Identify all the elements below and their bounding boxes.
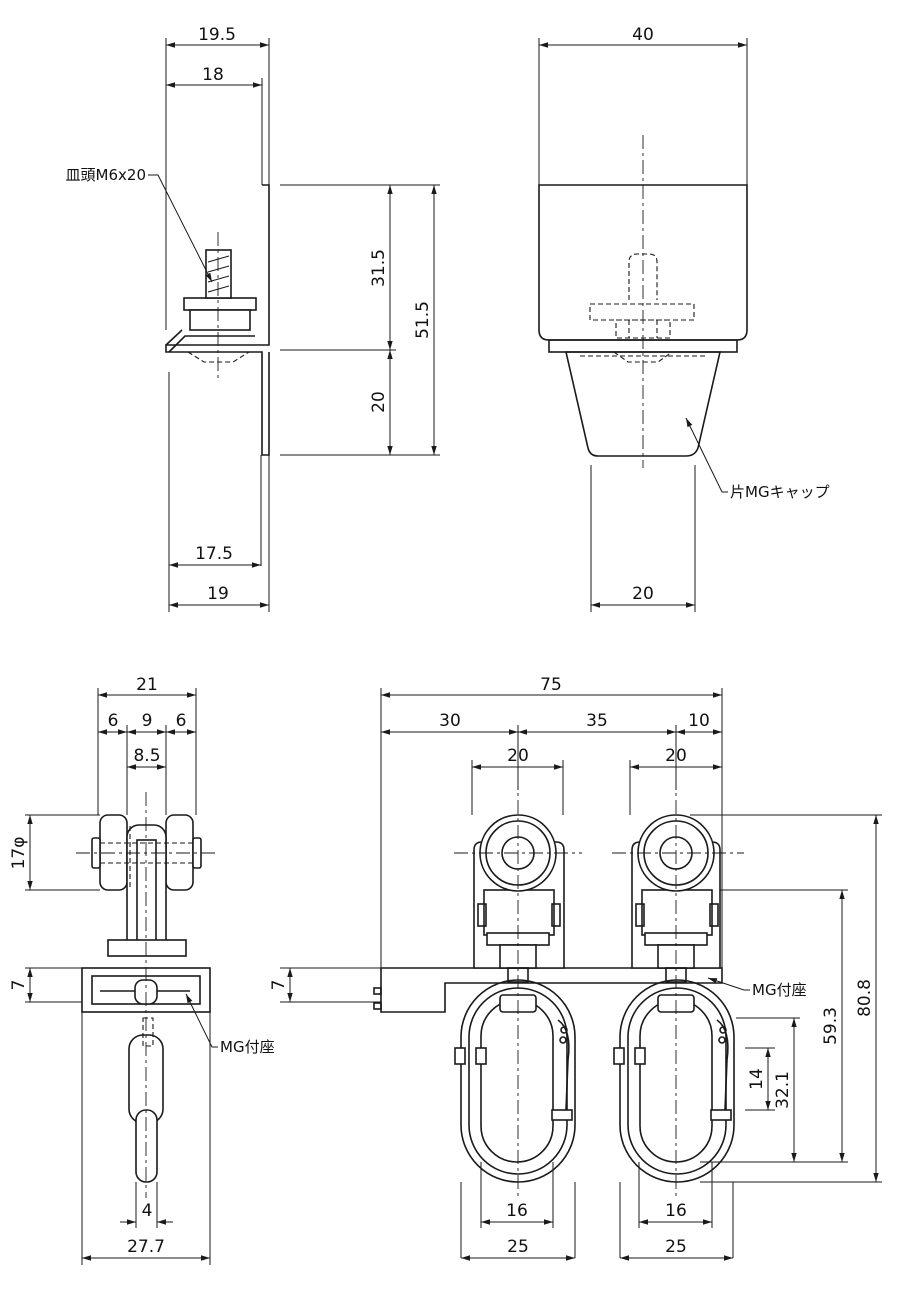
dim-7-right: 7 — [269, 980, 289, 991]
dim-19: 19 — [207, 584, 229, 604]
dim-7-left: 7 — [9, 980, 29, 991]
dim-17-dia: 17φ — [9, 837, 29, 870]
mount-label-left: MG付座 — [220, 1038, 275, 1056]
dim-16-right: 16 — [665, 1201, 687, 1221]
dim-31.5: 31.5 — [369, 249, 389, 287]
mount-label-right: MG付座 — [752, 981, 807, 999]
dim-20-right-wheel: 20 — [665, 746, 687, 766]
dim-14: 14 — [747, 1068, 767, 1090]
dim-51.5: 51.5 — [413, 301, 433, 339]
cap-label: 片MGキャップ — [730, 483, 830, 501]
dim-20-height: 20 — [369, 391, 389, 413]
dim-32.1: 32.1 — [773, 1071, 793, 1109]
dim-17.5: 17.5 — [195, 544, 233, 564]
dim-4: 4 — [142, 1201, 153, 1221]
dim-30: 30 — [439, 711, 461, 731]
dim-20-left-wheel: 20 — [507, 746, 529, 766]
top-front-view: 40 20 片MGキャップ — [538, 25, 830, 612]
dim-16-left: 16 — [506, 1201, 528, 1221]
dim-10: 10 — [688, 711, 710, 731]
dim-35: 35 — [586, 711, 608, 731]
dim-80.8: 80.8 — [855, 979, 875, 1017]
screw-label: 皿頭M6x20 — [66, 166, 146, 184]
dim-6-left: 6 — [108, 711, 119, 731]
runner-right — [613, 814, 735, 1183]
dim-20-width: 20 — [632, 584, 654, 604]
dim-21: 21 — [136, 675, 158, 695]
dim-19.5: 19.5 — [198, 25, 236, 45]
dim-27.7: 27.7 — [127, 1237, 165, 1257]
dim-25-right: 25 — [665, 1237, 687, 1257]
dim-75: 75 — [540, 675, 562, 695]
dim-25-left: 25 — [507, 1237, 529, 1257]
bottom-side-view: 21 6 9 6 8.5 17φ 7 4 27.7 MG付座 — [9, 675, 275, 1265]
dim-6-right: 6 — [176, 711, 187, 731]
dim-59.3: 59.3 — [821, 1007, 841, 1045]
runner-left — [454, 814, 576, 1183]
bottom-front-view: 75 30 35 10 20 20 7 14 32.1 59.3 80.8 16… — [269, 675, 882, 1261]
dim-8.5: 8.5 — [133, 746, 160, 766]
dim-9: 9 — [142, 711, 153, 731]
top-side-view: 19.5 18 17.5 19 31.5 51.5 20 皿頭M6x20 — [66, 25, 440, 612]
dim-18: 18 — [202, 65, 224, 85]
dim-40: 40 — [632, 25, 654, 45]
